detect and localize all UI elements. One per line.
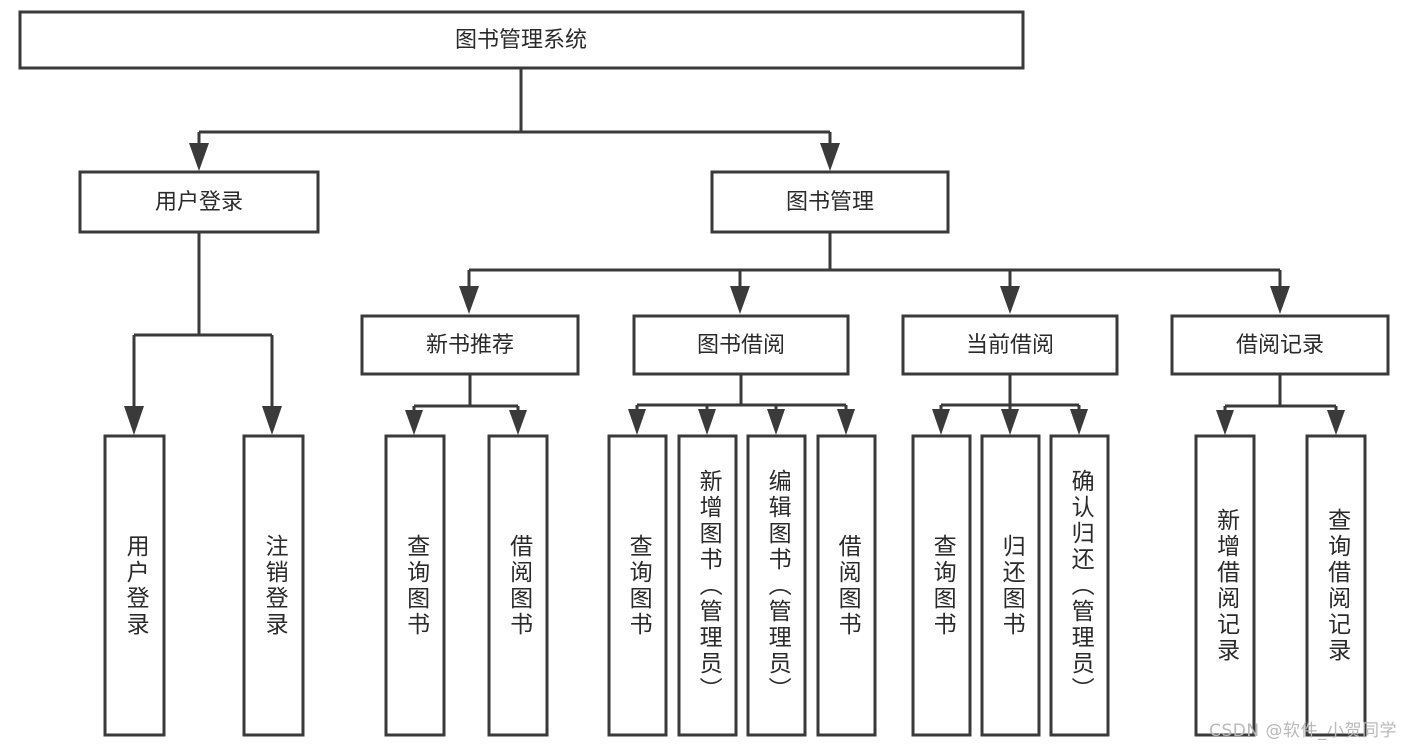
leaf-box-query-record[interactable] [1305,434,1367,737]
arrow-to-leaf-add-record [1216,410,1234,435]
node-book-borrow[interactable]: 图书借阅 [632,314,850,376]
leaf-box-add-record[interactable] [1194,434,1256,737]
node-borrow-record[interactable]: 借阅记录 [1170,314,1390,376]
leaf-box-edit-book[interactable] [746,434,807,737]
leaf-box-borrow-book-1[interactable] [487,434,549,737]
arrow-to-leaf-return-book [1001,409,1019,435]
node-root[interactable]: 图书管理系统 [18,10,1025,70]
connector-root-to-level2 [189,68,840,171]
leaf-box-user-login[interactable] [103,434,166,737]
arrow-to-current-borrow [1000,286,1020,314]
node-book-management-label: 图书管理 [786,190,874,215]
leaf-box-add-book[interactable] [677,434,738,737]
arrow-to-book-borrow [730,286,750,314]
arrow-to-leaf-query-book-1 [405,410,423,435]
arrow-to-leaf-query-book-2 [628,409,646,435]
leaf-box-query-book-2[interactable] [607,434,668,737]
node-user-login-label: 用户登录 [155,190,243,215]
leaf-box-query-book-3[interactable] [911,434,972,737]
node-book-management[interactable]: 图书管理 [710,170,950,234]
node-new-book-recommend-label: 新书推荐 [426,333,514,358]
leaf-box-logout[interactable] [242,434,305,737]
arrow-to-leaf-confirm-return [1070,409,1088,435]
node-book-borrow-label: 图书借阅 [697,333,785,358]
connector-book-management-to-level3 [459,232,1290,314]
node-current-borrow[interactable]: 当前借阅 [901,314,1119,376]
node-user-login[interactable]: 用户登录 [78,170,320,234]
leaf-box-confirm-return[interactable] [1049,434,1110,737]
node-root-box[interactable] [18,10,1025,70]
arrow-to-book-manage [820,143,840,171]
arrow-to-new-book [459,286,479,314]
leaf-box-return-book[interactable] [980,434,1041,737]
connector-user-login-to-leaves [124,232,282,435]
arrow-to-user-login [189,143,209,171]
connector-new-book-to-leaves [405,374,527,435]
arrow-to-leaf-edit-book [767,409,785,435]
arrow-to-borrow-record [1270,286,1290,314]
node-user-login-box[interactable] [78,170,320,234]
node-root-label: 图书管理系统 [455,28,587,53]
node-borrow-record-label: 借阅记录 [1236,333,1324,358]
arrow-to-leaf-borrow-book-1 [509,410,527,435]
connector-current-borrow-to-leaves [932,374,1088,435]
node-new-book-recommend-box[interactable] [360,314,580,376]
connector-borrow-record-to-leaves [1216,374,1345,435]
arrow-to-leaf-query-book-3 [932,409,950,435]
arrow-to-leaf-query-record [1327,410,1345,435]
leaf-box-query-book-1[interactable] [384,434,446,737]
arrow-to-leaf-user-login [124,406,144,435]
arrow-to-leaf-logout [262,406,282,435]
leaf-box-borrow-book-2[interactable] [816,434,877,737]
connector-book-borrow-to-leaves [628,374,855,435]
arrow-to-leaf-borrow-book-2 [837,409,855,435]
arrow-to-leaf-add-book [698,409,716,435]
node-current-borrow-box[interactable] [901,314,1119,376]
node-new-book-recommend[interactable]: 新书推荐 [360,314,580,376]
node-current-borrow-label: 当前借阅 [966,333,1054,358]
watermark: CSDN @软件_小贺同学 [1209,721,1397,741]
